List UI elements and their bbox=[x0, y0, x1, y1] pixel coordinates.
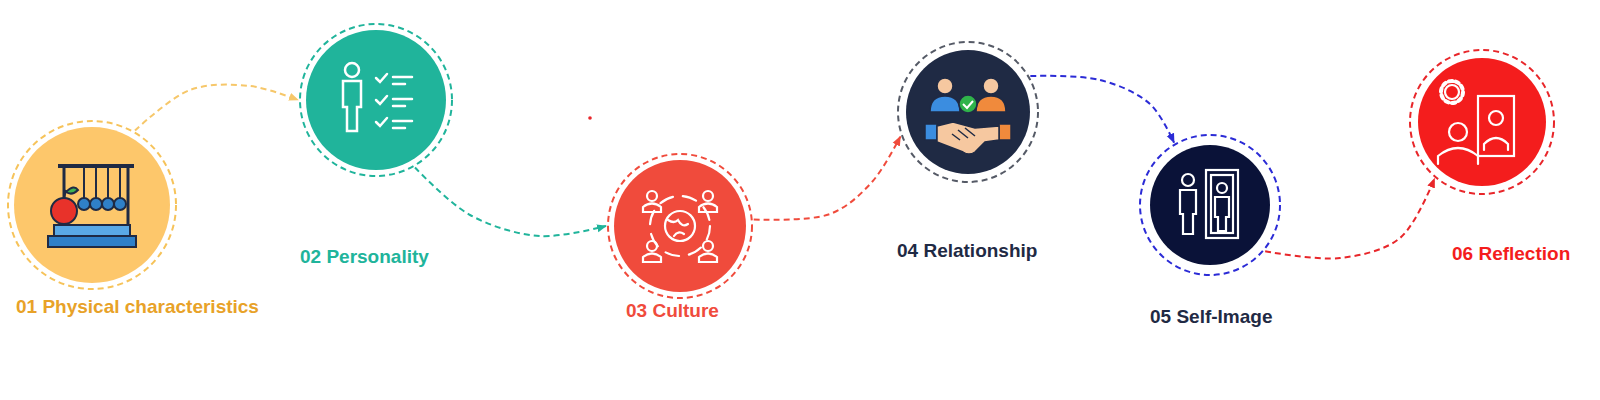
filled-circle bbox=[1150, 145, 1270, 265]
circle-outline bbox=[896, 40, 1040, 184]
dashed-ring bbox=[300, 24, 452, 176]
circle-outline bbox=[1138, 133, 1282, 277]
circle-outline bbox=[6, 119, 178, 291]
circle-outline bbox=[298, 22, 454, 178]
dashed-arrow bbox=[1265, 179, 1434, 259]
dashed-arrow bbox=[135, 85, 298, 131]
step-label: 02 Personality bbox=[300, 246, 429, 268]
dashed-ring bbox=[1140, 135, 1280, 275]
cradle-icon bbox=[48, 166, 136, 247]
step-label: 03 Culture bbox=[626, 300, 719, 322]
reflection-icon bbox=[1438, 81, 1514, 164]
filled-circle bbox=[306, 30, 446, 170]
dashed-arrow bbox=[754, 137, 901, 220]
step-label: 01 Physical characteristics bbox=[16, 296, 259, 318]
step-label: 06 Reflection bbox=[1452, 243, 1570, 265]
dashed-arrow bbox=[1030, 76, 1174, 143]
step-label: 05 Self-Image bbox=[1150, 306, 1273, 328]
filled-circle bbox=[1418, 58, 1546, 186]
filled-circle bbox=[906, 50, 1030, 174]
step-circle: 02 Personality bbox=[298, 22, 454, 178]
step-circle: 01 Physical characteristics bbox=[6, 119, 178, 291]
step-label: 04 Relationship bbox=[897, 240, 1037, 262]
circle-outline bbox=[1408, 48, 1556, 196]
dashed-ring bbox=[1410, 50, 1554, 194]
circle-outline bbox=[606, 152, 754, 300]
dashed-ring bbox=[608, 154, 752, 298]
step-circle: 05 Self-Image bbox=[1138, 133, 1282, 277]
step-circle: 06 Reflection bbox=[1408, 48, 1556, 196]
step-circle: 04 Relationship bbox=[896, 40, 1040, 184]
step-circle: 03 Culture bbox=[606, 152, 754, 300]
culture-icon bbox=[643, 191, 717, 262]
handshake-icon bbox=[925, 78, 1011, 154]
dot bbox=[588, 116, 592, 120]
dashed-ring bbox=[898, 42, 1038, 182]
filled-circle bbox=[614, 160, 746, 292]
filled-circle bbox=[14, 127, 170, 283]
dashed-arrow bbox=[415, 168, 606, 237]
mirror-icon bbox=[1180, 170, 1238, 238]
checklist-icon bbox=[343, 63, 412, 131]
dashed-ring bbox=[8, 121, 176, 289]
